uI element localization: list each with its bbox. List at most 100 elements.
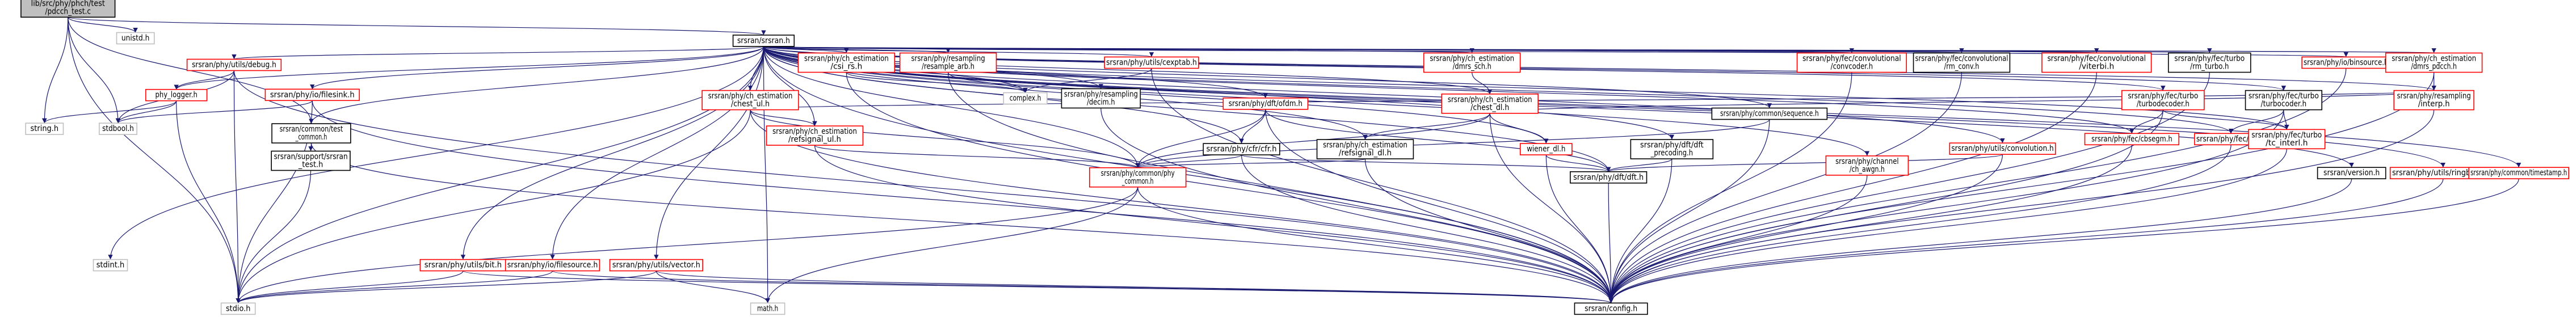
edge-turbocoder-config xyxy=(1608,109,2284,303)
node-sequence[interactable]: srsran/phy/common/sequence.h xyxy=(1711,107,1828,120)
node-chest_csi[interactable]: srsran/phy/ch_estimation/csi_rs.h xyxy=(797,52,896,73)
node-box xyxy=(1316,139,1414,159)
node-root[interactable]: lib/src/phy/phch/test/pdcch_test.c xyxy=(20,0,116,18)
edge-filesink-config xyxy=(312,100,1613,303)
node-label: srsran/phy/ch_estimation xyxy=(772,127,857,136)
node-filesource[interactable]: srsran/phy/io/filesource.h xyxy=(505,259,600,272)
node-box xyxy=(145,88,208,102)
node-stringh[interactable]: string.h xyxy=(25,122,64,135)
node-label: srsran/phy/io/filesource.h xyxy=(507,261,598,270)
node-convolution[interactable]: srsran/phy/utils/convolution.h xyxy=(1949,142,2056,155)
node-vector[interactable]: srsran/phy/utils/vector.h xyxy=(609,259,703,272)
node-stdboolh[interactable]: stdbool.h xyxy=(99,122,137,135)
node-bitsource[interactable]: srsran/phy/io/binsource.h xyxy=(2301,56,2391,69)
node-phylogger[interactable]: phy_logger.h xyxy=(145,88,208,102)
node-turbocoder[interactable]: srsran/phy/fec/turbo/turbocoder.h xyxy=(2245,90,2322,111)
node-utilsbit[interactable]: srsran/phy/utils/bit.h xyxy=(419,259,507,272)
node-ch_awgn[interactable]: srsran/phy/channel/ch_awgn.h xyxy=(1825,155,1909,176)
node-wiener[interactable]: wiener_dl.h xyxy=(1519,143,1573,155)
node-cfr[interactable]: srsran/phy/cfr/cfr.h xyxy=(1203,143,1280,155)
node-stdioh[interactable]: stdio.h xyxy=(220,302,256,315)
node-debug[interactable]: srsran/phy/utils/debug.h xyxy=(186,58,282,71)
node-convcoder[interactable]: srsran/phy/fec/convolutional/convcoder.h xyxy=(1796,52,1907,73)
edge-viterbi-config xyxy=(1608,72,2097,303)
node-supporttest[interactable]: srsran/support/srsran_test.h xyxy=(271,150,351,171)
node-turbodecoder[interactable]: srsran/phy/fec/turbo/turbodecoder.h xyxy=(2121,90,2205,111)
node-label: srsran/phy/ch_estimation xyxy=(1448,95,1532,104)
edge-rm_conv-config xyxy=(1608,72,1963,303)
node-box xyxy=(1825,155,1909,176)
node-label: srsran/phy/dft/dft xyxy=(1640,141,1704,150)
node-label: lib/src/phy/phch/test xyxy=(31,0,106,8)
node-phy_common[interactable]: srsran/phy/common/phy_common.h xyxy=(1089,167,1187,188)
node-srsran[interactable]: srsran/srsran.h xyxy=(732,35,795,47)
node-commontest[interactable]: srsran/common/test_common.h xyxy=(271,123,351,143)
node-box xyxy=(1796,52,1907,73)
node-rm_turbo[interactable]: srsran/phy/fec/turbo/rm_turbo.h xyxy=(2167,52,2251,73)
edge-decim-config xyxy=(1100,108,1613,303)
node-filesink[interactable]: srsran/phy/io/filesink.h xyxy=(264,88,360,102)
edge-cfr-config xyxy=(1241,155,1613,303)
edge-tc_interl-config xyxy=(1608,149,2287,303)
node-rm_conv[interactable]: srsran/phy/fec/convolutional/rm_conv.h xyxy=(1913,52,2011,73)
edge-chest_dl-interp xyxy=(1489,90,2436,114)
node-dft_precoding[interactable]: srsran/phy/dft/dft_precoding.h xyxy=(1630,139,1714,159)
node-label: /rm_turbo.h xyxy=(2190,62,2229,71)
node-tc_interl[interactable]: srsran/phy/fec/turbo/tc_interl.h xyxy=(2248,129,2326,150)
edge-refsignal_dl-phy_common xyxy=(1135,158,1366,168)
node-cbsegm[interactable]: srsran/phy/fec/cbsegm.h xyxy=(2084,133,2180,146)
nodes-layer: lib/src/phy/phch/test/pdcch_test.csrsran… xyxy=(20,0,2569,315)
edge-dft_precoding-dft xyxy=(1606,158,1672,172)
node-chest_dl[interactable]: srsran/phy/ch_estimation/chest_dl.h xyxy=(1441,93,1539,114)
node-label: srsran/phy/fec/turbo xyxy=(2128,92,2198,101)
node-mathh[interactable]: math.h xyxy=(750,302,785,315)
node-dft[interactable]: srsran/phy/dft/dft.h xyxy=(1570,171,1648,184)
node-interp[interactable]: srsran/phy/resampling/interp.h xyxy=(2393,90,2474,111)
node-box xyxy=(609,259,703,272)
node-config[interactable]: srsran/config.h xyxy=(1574,302,1648,315)
node-decim[interactable]: srsran/phy/resampling/decim.h xyxy=(1061,88,1141,109)
node-label: srsran/config.h xyxy=(1585,304,1637,313)
edge-srsran-refsignal_ul xyxy=(763,46,817,126)
node-label: srsran/version.h xyxy=(2323,168,2380,177)
node-timestamp[interactable]: srsran/phy/common/timestamp.h xyxy=(2468,167,2569,180)
node-label: /turbocoder.h xyxy=(2261,100,2307,109)
node-label: srsran/phy/ch_estimation xyxy=(804,54,889,63)
edge-cexptab-config xyxy=(1151,68,1613,303)
edge-chest_ul-interp xyxy=(750,90,2436,111)
node-label: srsran/phy/fec/convolutional xyxy=(1915,54,2008,63)
node-ofdm[interactable]: srsran/phy/dft/ofdm.h xyxy=(1222,97,1309,110)
edge-interp-config xyxy=(1608,109,2435,303)
node-label: srsran/phy/common/phy xyxy=(1101,169,1175,178)
node-label: stdio.h xyxy=(226,304,250,313)
node-unistd[interactable]: unistd.h xyxy=(116,32,155,45)
node-box xyxy=(701,90,799,111)
node-label: srsran/common/test xyxy=(280,125,343,134)
edge-chest_dl-phy_common xyxy=(1135,113,1490,168)
node-resample_arb[interactable]: srsran/phy/resampling/resample_arb.h xyxy=(899,52,997,73)
node-box xyxy=(220,302,256,315)
edge-phy_common-config xyxy=(1137,187,1613,303)
node-complex[interactable]: complex.h xyxy=(1003,92,1048,105)
edge-chest_dl-config xyxy=(1489,113,1613,303)
edge-ofdm-cfr xyxy=(1239,109,1266,144)
node-refsignal_ul[interactable]: srsran/phy/ch_estimation/refsignal_ul.h xyxy=(766,125,864,146)
node-label: /rm_conv.h xyxy=(1944,62,1979,71)
node-stdinth[interactable]: stdint.h xyxy=(93,259,128,272)
node-label: srsran/phy/io/filesink.h xyxy=(270,90,355,99)
node-box xyxy=(1423,52,1521,73)
node-viterbi[interactable]: srsran/phy/fec/convolutional/viterbi.h xyxy=(2041,52,2152,73)
node-label: srsran/phy/ch_estimation xyxy=(708,92,793,101)
node-cexptab[interactable]: srsran/phy/utils/cexptab.h xyxy=(1104,56,1199,69)
node-refsignal_dl[interactable]: srsran/phy/ch_estimation/refsignal_dl.h xyxy=(1316,139,1414,159)
node-dmrs_sch[interactable]: srsran/phy/ch_estimation/dmrs_sch.h xyxy=(1423,52,1521,73)
edge-ofdm-dft xyxy=(1265,109,1611,172)
edge-utilsbit-stdioh xyxy=(236,270,464,303)
edge-root-srsran xyxy=(68,16,766,36)
node-box xyxy=(899,52,997,73)
node-chest_ul[interactable]: srsran/phy/ch_estimation/chest_ul.h xyxy=(701,90,799,111)
edge-timestamp-config xyxy=(1608,179,2519,303)
node-version[interactable]: srsran/version.h xyxy=(2317,167,2386,180)
node-box xyxy=(766,125,864,146)
node-dmrs_pdcch[interactable]: srsran/phy/ch_estimation/dmrs_pdcch.h xyxy=(2385,52,2483,73)
